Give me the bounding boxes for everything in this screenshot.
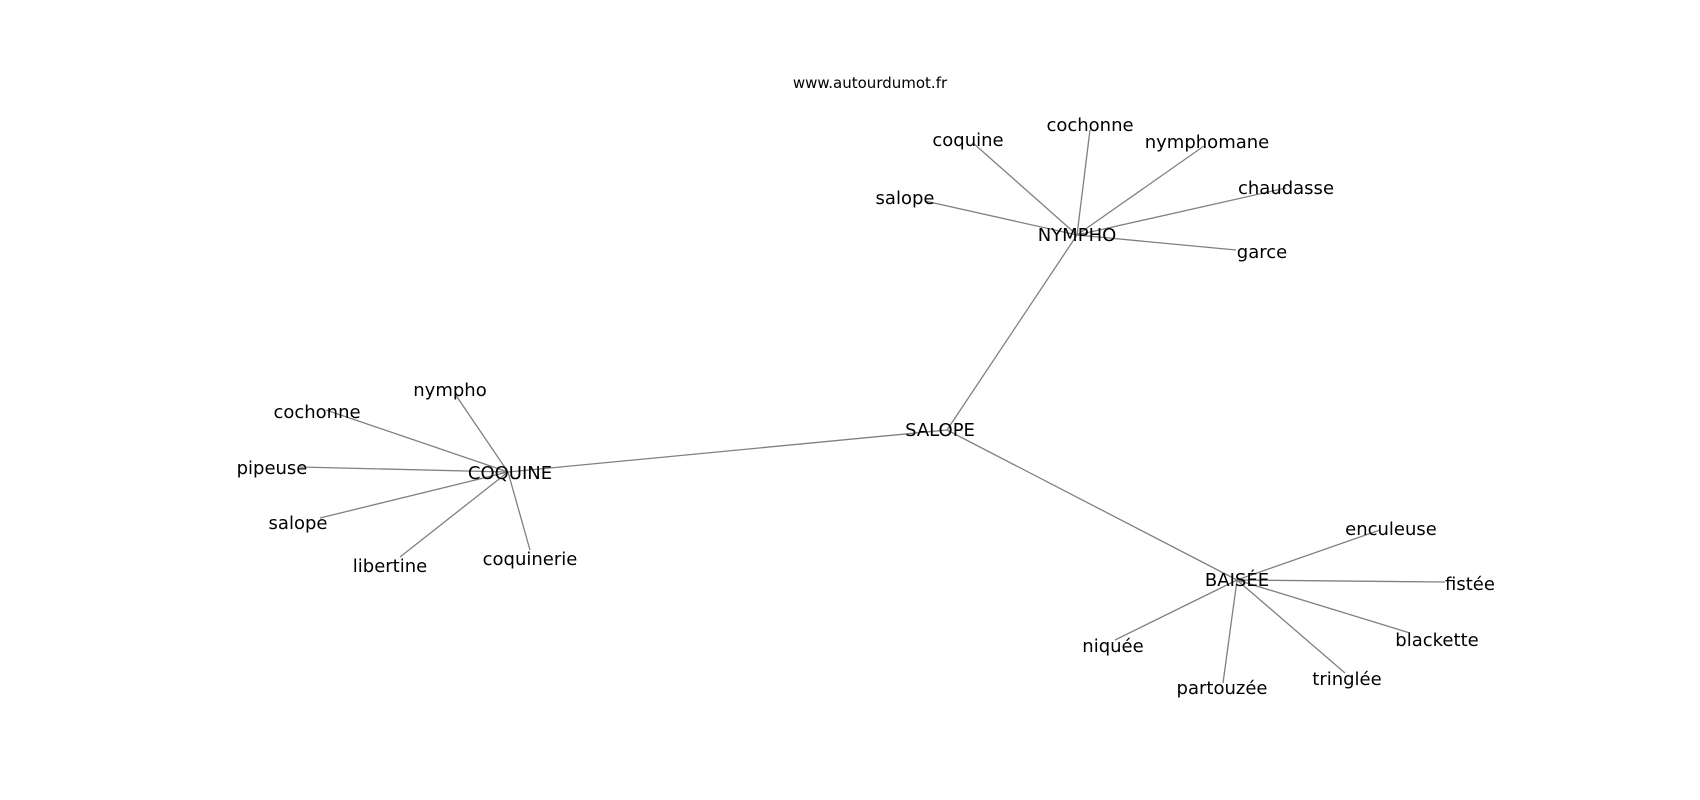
hub-node-coquine-hub: COQUINE [468, 463, 552, 484]
edge-baisee-hub-to-b-tringlee [1236, 579, 1346, 674]
leaf-node-n-cochonne: cochonne [1046, 115, 1133, 136]
edge-coquine-hub-to-c-coquinerie [507, 471, 531, 551]
leaf-node-b-tringlee: tringlée [1312, 669, 1381, 690]
edge-nympho-hub-to-n-cochonne [1076, 129, 1091, 236]
edge-coquine-hub-to-c-pipeuse [299, 466, 509, 473]
leaf-node-n-salope: salope [876, 188, 935, 209]
hub-node-baisee-hub: BAISÉE [1205, 569, 1269, 591]
edge-coquine-hub-to-c-libertine [399, 471, 509, 558]
leaf-node-c-coquinerie: coquinerie [483, 549, 578, 570]
leaf-node-c-nympho: nympho [413, 380, 486, 401]
edge-salope-center-to-nympho-hub [946, 234, 1078, 431]
leaf-node-b-blackette: blackette [1395, 630, 1478, 651]
leaf-node-b-niquee: niquée [1082, 636, 1143, 657]
leaf-node-n-nymphomane: nymphomane [1145, 132, 1270, 153]
leaf-node-c-salope: salope [269, 513, 328, 534]
edge-baisee-hub-to-b-partouzee [1222, 579, 1238, 684]
edge-coquine-hub-to-c-nympho [454, 393, 509, 473]
edge-nympho-hub-to-n-nymphomane [1076, 145, 1205, 236]
leaf-node-c-pipeuse: pipeuse [237, 458, 308, 479]
edge-salope-center-to-coquine-hub [507, 429, 948, 473]
leaf-node-n-garce: garce [1237, 242, 1287, 263]
edge-baisee-hub-to-b-blackette [1236, 579, 1411, 634]
hub-node-nympho-hub: NYMPHO [1038, 225, 1117, 246]
edge-coquine-hub-to-c-salope [319, 471, 509, 519]
edge-nympho-hub-to-n-coquine [972, 142, 1078, 236]
edge-baisee-hub-to-b-fistee [1236, 579, 1446, 583]
leaf-node-b-enculeuse: enculeuse [1345, 519, 1437, 540]
source-url-label: www.autourdumot.fr [793, 74, 948, 92]
leaf-node-c-libertine: libertine [353, 556, 427, 577]
leaf-node-b-fistee: fistée [1445, 574, 1495, 595]
leaf-node-b-partouzee: partouzée [1177, 678, 1268, 699]
edge-salope-center-to-baisee-hub [946, 429, 1238, 581]
hub-node-salope-center: SALOPE [905, 420, 975, 441]
edge-coquine-hub-to-c-cochonne [325, 409, 509, 473]
edge-nympho-hub-to-n-salope [924, 200, 1078, 236]
edge-nympho-hub-to-n-chaudasse [1076, 187, 1287, 236]
edge-nympho-hub-to-n-garce [1076, 234, 1237, 251]
leaf-node-n-coquine: coquine [932, 130, 1003, 151]
labels-layer: SALOPE NYMPHO COQUINE BAISÉE coquine cochonne… [237, 115, 1495, 699]
leaf-node-n-chaudasse: chaudasse [1238, 178, 1334, 199]
edge-baisee-hub-to-b-enculeuse [1236, 529, 1381, 581]
leaf-node-c-cochonne: cochonne [273, 402, 360, 423]
edges-layer [299, 129, 1446, 684]
edge-baisee-hub-to-b-niquee [1114, 579, 1238, 641]
